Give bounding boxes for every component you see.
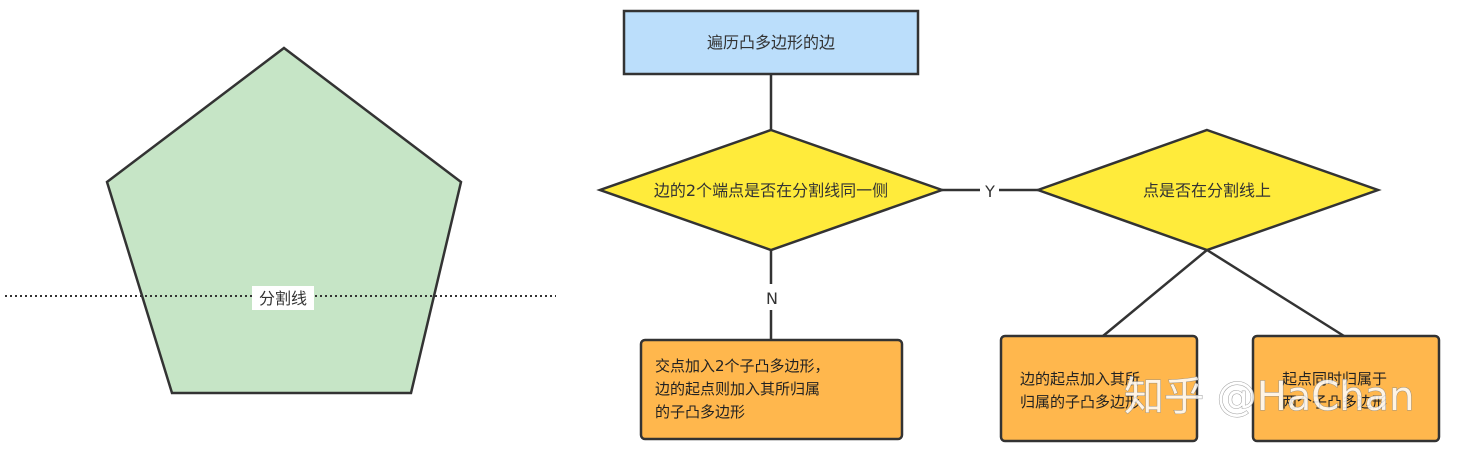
decision-2-diamond xyxy=(1034,128,1382,252)
connector-decision2-to-result-left xyxy=(1102,249,1208,337)
edge-yes-label: Y xyxy=(984,182,995,201)
result-n-box xyxy=(639,338,904,441)
decision-1-text: 边的2个端点是否在分割线同一侧 xyxy=(654,181,888,200)
result-n-line-1: 交点加入2个子凸多边形， xyxy=(655,357,830,375)
result-left-line-1: 边的起点加入其所 xyxy=(1020,370,1140,388)
decision-2-text: 点是否在分割线上 xyxy=(1143,181,1271,200)
watermark-text: 知乎 @HaChan xyxy=(1124,374,1414,420)
result-right-line-1: 起点同时归属于 xyxy=(1282,370,1387,388)
start-box-text: 遍历凸多边形的边 xyxy=(707,33,835,52)
result-right-box xyxy=(1251,334,1441,443)
start-box xyxy=(622,9,920,76)
split-line-label: 分割线 xyxy=(259,289,307,308)
result-right-line-2: 两个子凸多边形 xyxy=(1282,393,1387,411)
decision-1-diamond xyxy=(596,128,946,252)
connector-decision2-to-result-right xyxy=(1206,248,1345,338)
result-n-line-3: 的子凸多边形 xyxy=(655,403,745,421)
result-left-line-2: 归属的子凸多边形 xyxy=(1020,393,1140,411)
result-left-box xyxy=(999,334,1199,443)
split-line-label-bg xyxy=(252,286,314,310)
result-n-line-2: 边的起点则加入其所归属 xyxy=(655,380,820,398)
edge-no-label: N xyxy=(766,289,778,308)
pentagon-shape xyxy=(105,46,463,395)
